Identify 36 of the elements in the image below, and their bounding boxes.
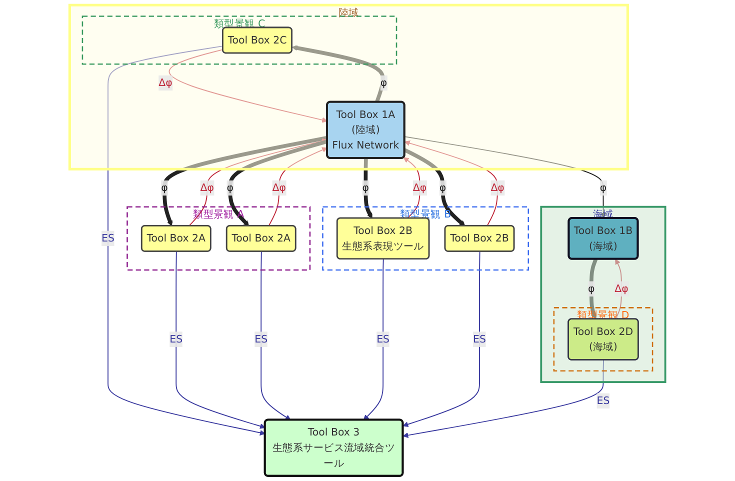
edge-label: ES	[254, 332, 268, 346]
edge-label: φ	[600, 182, 607, 194]
edge-label: Δφ	[158, 76, 172, 89]
edge-label: Δφ	[200, 182, 214, 194]
edge-label: Δφ	[614, 282, 628, 295]
edge-label: ES	[376, 332, 390, 346]
arrow	[404, 136, 606, 219]
arrow	[402, 251, 480, 428]
arrow	[614, 258, 622, 320]
arrow	[404, 140, 498, 226]
arrow	[260, 251, 291, 420]
edge-label: φ	[362, 182, 370, 194]
arrow	[268, 147, 328, 226]
edge-label: ES	[596, 394, 610, 407]
edge-label: ES	[473, 332, 486, 346]
edge-label: Δφ	[490, 182, 504, 194]
edge-label: φ	[226, 182, 234, 194]
arrow	[228, 140, 328, 226]
edge-label: φ	[588, 282, 595, 295]
edge-label: Δφ	[412, 182, 427, 194]
arrow	[402, 360, 604, 438]
arrow	[162, 136, 328, 226]
arrow	[108, 46, 266, 436]
edge-label: φ	[439, 182, 446, 194]
arrow	[404, 148, 466, 226]
edge-label: Δφ	[272, 182, 286, 194]
arrow	[168, 49, 328, 123]
arrow	[188, 138, 328, 226]
edge-label: φ	[380, 76, 388, 89]
arrow	[176, 251, 266, 429]
arrow	[403, 157, 420, 219]
arrow	[292, 45, 385, 103]
edge-label: ES	[102, 232, 114, 244]
arrow	[363, 258, 384, 420]
edge-label: ES	[170, 332, 183, 346]
edge-label: φ	[161, 182, 168, 194]
